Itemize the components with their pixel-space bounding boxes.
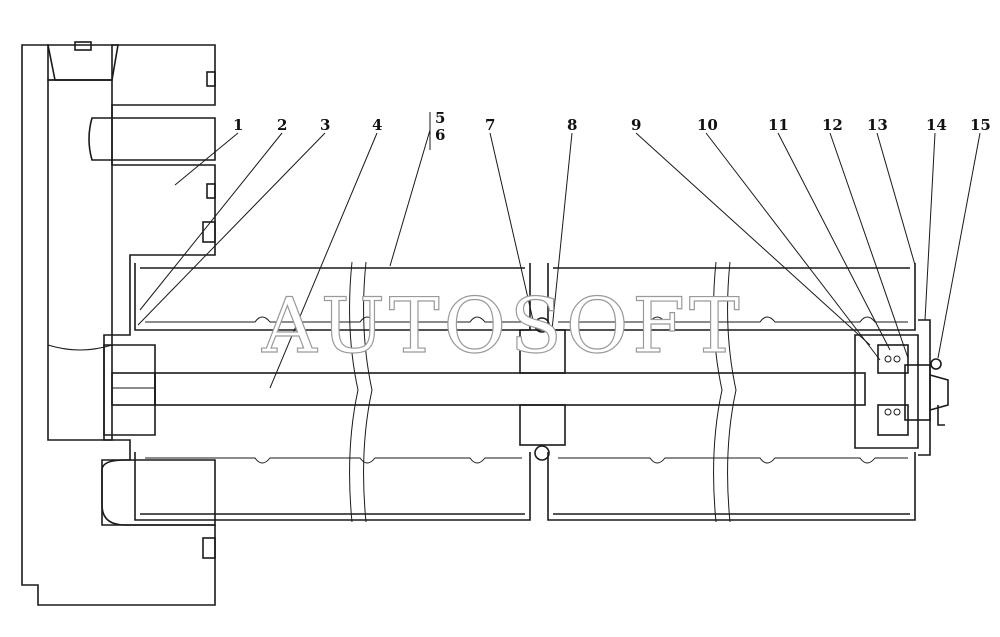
callout-13: 13	[867, 116, 888, 134]
callout-8: 8	[567, 116, 577, 134]
callout-1: 1	[233, 116, 243, 134]
callout-10: 10	[697, 116, 718, 134]
callout-4: 4	[372, 116, 382, 134]
spacer-block	[519, 317, 566, 461]
callout-9: 9	[631, 116, 641, 134]
callout-2: 2	[277, 116, 287, 134]
callout-labels: 1 2 3 4 5 6 7 8 9 10 11 12 13 14 15	[233, 109, 991, 144]
callout-6: 6	[435, 126, 445, 144]
housing-body	[21, 41, 216, 606]
callout-3: 3	[320, 116, 330, 134]
break-lines	[349, 261, 737, 523]
center-shaft	[103, 344, 866, 436]
callout-5: 5	[435, 109, 445, 127]
filter-element-left	[134, 263, 531, 521]
callout-11: 11	[768, 116, 789, 134]
callout-15: 15	[970, 116, 991, 134]
end-cap	[854, 319, 949, 456]
filter-element-right	[547, 263, 916, 521]
callout-7: 7	[485, 116, 495, 134]
callout-12: 12	[822, 116, 843, 134]
callout-14: 14	[926, 116, 947, 134]
watermark: AUTOSOFT	[261, 281, 744, 370]
leader-lines	[137, 112, 981, 389]
